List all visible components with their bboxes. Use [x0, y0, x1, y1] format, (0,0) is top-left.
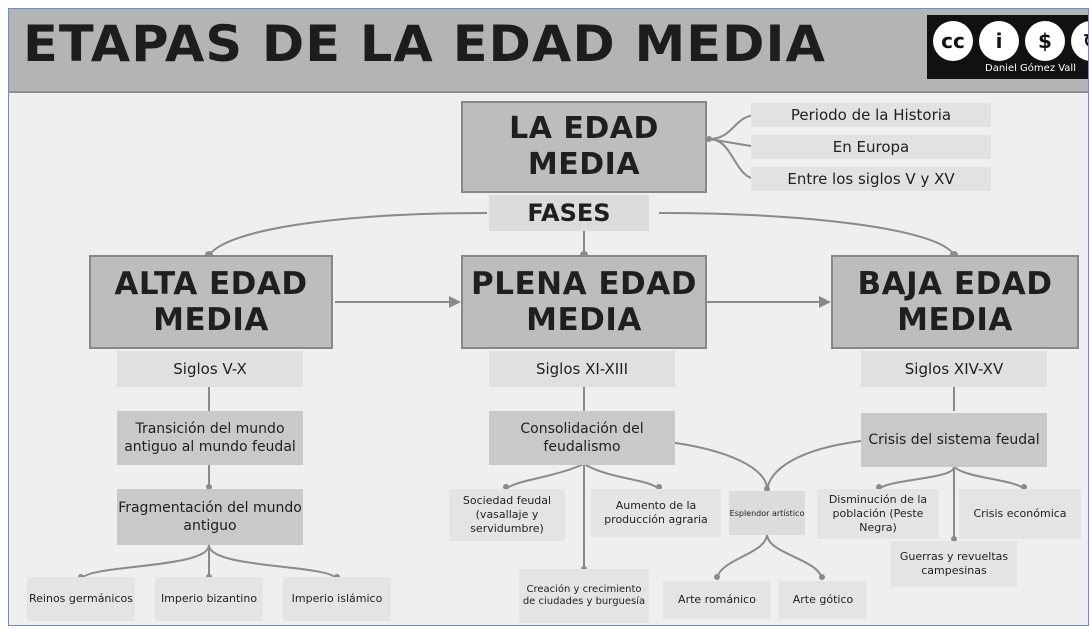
- fact-periodo: Periodo de la Historia: [751, 103, 991, 127]
- connector-lines: [78, 114, 1027, 580]
- disminucion-poblacion: Disminución de la población (Peste Negra…: [817, 489, 939, 539]
- noncommercial-icon: $: [1025, 21, 1065, 61]
- aumento-produccion: Aumento de la producción agraria: [591, 489, 721, 537]
- guerras-revueltas: Guerras y revueltas campesinas: [891, 541, 1017, 587]
- baja-edad-media: BAJA EDAD MEDIA: [831, 255, 1079, 349]
- creacion-ciudades: Creación y crecimiento de ciudades y bur…: [519, 569, 649, 623]
- reinos-germanicos: Reinos germánicos: [27, 577, 135, 621]
- license-author: Daniel Gómez Vall: [985, 63, 1076, 74]
- diagram-frame: ETAPAS DE LA EDAD MEDIA cc i $ ↻ Daniel …: [8, 8, 1089, 626]
- cc-icon: cc: [933, 21, 973, 61]
- page-title: ETAPAS DE LA EDAD MEDIA: [23, 15, 827, 73]
- fact-siglos: Entre los siglos V y XV: [751, 167, 991, 191]
- sharealike-icon: ↻: [1071, 21, 1088, 61]
- crisis-node: Crisis del sistema feudal: [861, 413, 1047, 467]
- imperio-bizantino: Imperio bizantino: [155, 577, 263, 621]
- attribution-icon: i: [979, 21, 1019, 61]
- transicion-node: Transición del mundo antiguo al mundo fe…: [117, 411, 303, 465]
- sociedad-feudal: Sociedad feudal (vasallaje y servidumbre…: [449, 489, 565, 541]
- title-bar: ETAPAS DE LA EDAD MEDIA cc i $ ↻ Daniel …: [9, 9, 1088, 93]
- fragmentacion-node: Fragmentación del mundo antiguo: [117, 489, 303, 545]
- plena-edad-media: PLENA EDAD MEDIA: [461, 255, 707, 349]
- esplendor-artistico: Esplendor artístico: [729, 491, 805, 535]
- alta-edad-media: ALTA EDAD MEDIA: [89, 255, 333, 349]
- arte-romanico: Arte románico: [663, 581, 771, 619]
- siglos-alta: Siglos V-X: [117, 351, 303, 387]
- creative-commons-badge: cc i $ ↻ Daniel Gómez Vall: [927, 15, 1088, 79]
- fact-europa: En Europa: [751, 135, 991, 159]
- crisis-economica: Crisis económica: [959, 489, 1081, 539]
- root-node: LA EDAD MEDIA: [461, 101, 707, 193]
- imperio-islamico: Imperio islámico: [283, 577, 391, 621]
- siglos-baja: Siglos XIV-XV: [861, 351, 1047, 387]
- siglos-plena: Siglos XI-XIII: [489, 351, 675, 387]
- fases-label: FASES: [489, 195, 649, 231]
- consolidacion-node: Consolidación del feudalismo: [489, 411, 675, 465]
- arte-gotico: Arte gótico: [779, 581, 867, 619]
